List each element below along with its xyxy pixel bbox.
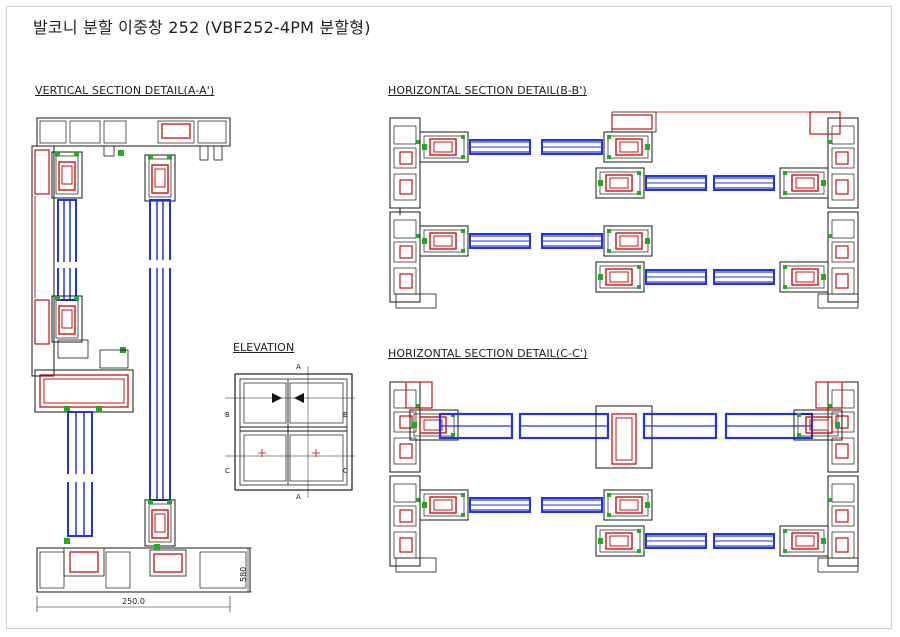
elev-mark-bottom: A — [296, 493, 301, 501]
height-dimension: 580 — [239, 567, 248, 582]
horizontal-section-b-label: HORIZONTAL SECTION DETAIL(B-B') — [388, 84, 587, 97]
drawing-sheet — [6, 6, 892, 629]
horizontal-section-c-label: HORIZONTAL SECTION DETAIL(C-C') — [388, 347, 588, 360]
horizontal-section-b-drawing — [389, 111, 859, 309]
width-dimension: 250.0 — [122, 597, 145, 606]
vertical-section-label: VERTICAL SECTION DETAIL(A-A') — [35, 84, 215, 97]
elev-mark-left-lower: C — [225, 467, 230, 475]
elev-mark-left-upper: B — [225, 411, 230, 419]
elevation-label: ELEVATION — [233, 341, 295, 354]
elevation-drawing — [225, 366, 355, 498]
elev-mark-right-upper: B — [343, 411, 348, 419]
elev-mark-right-lower: C — [343, 467, 348, 475]
page-title: 발코니 분할 이중창 252 (VBF252-4PM 분할형) — [33, 18, 371, 37]
horizontal-section-c-drawing — [389, 381, 859, 573]
elev-mark-top: A — [296, 363, 301, 371]
vertical-section-drawing — [31, 117, 252, 612]
